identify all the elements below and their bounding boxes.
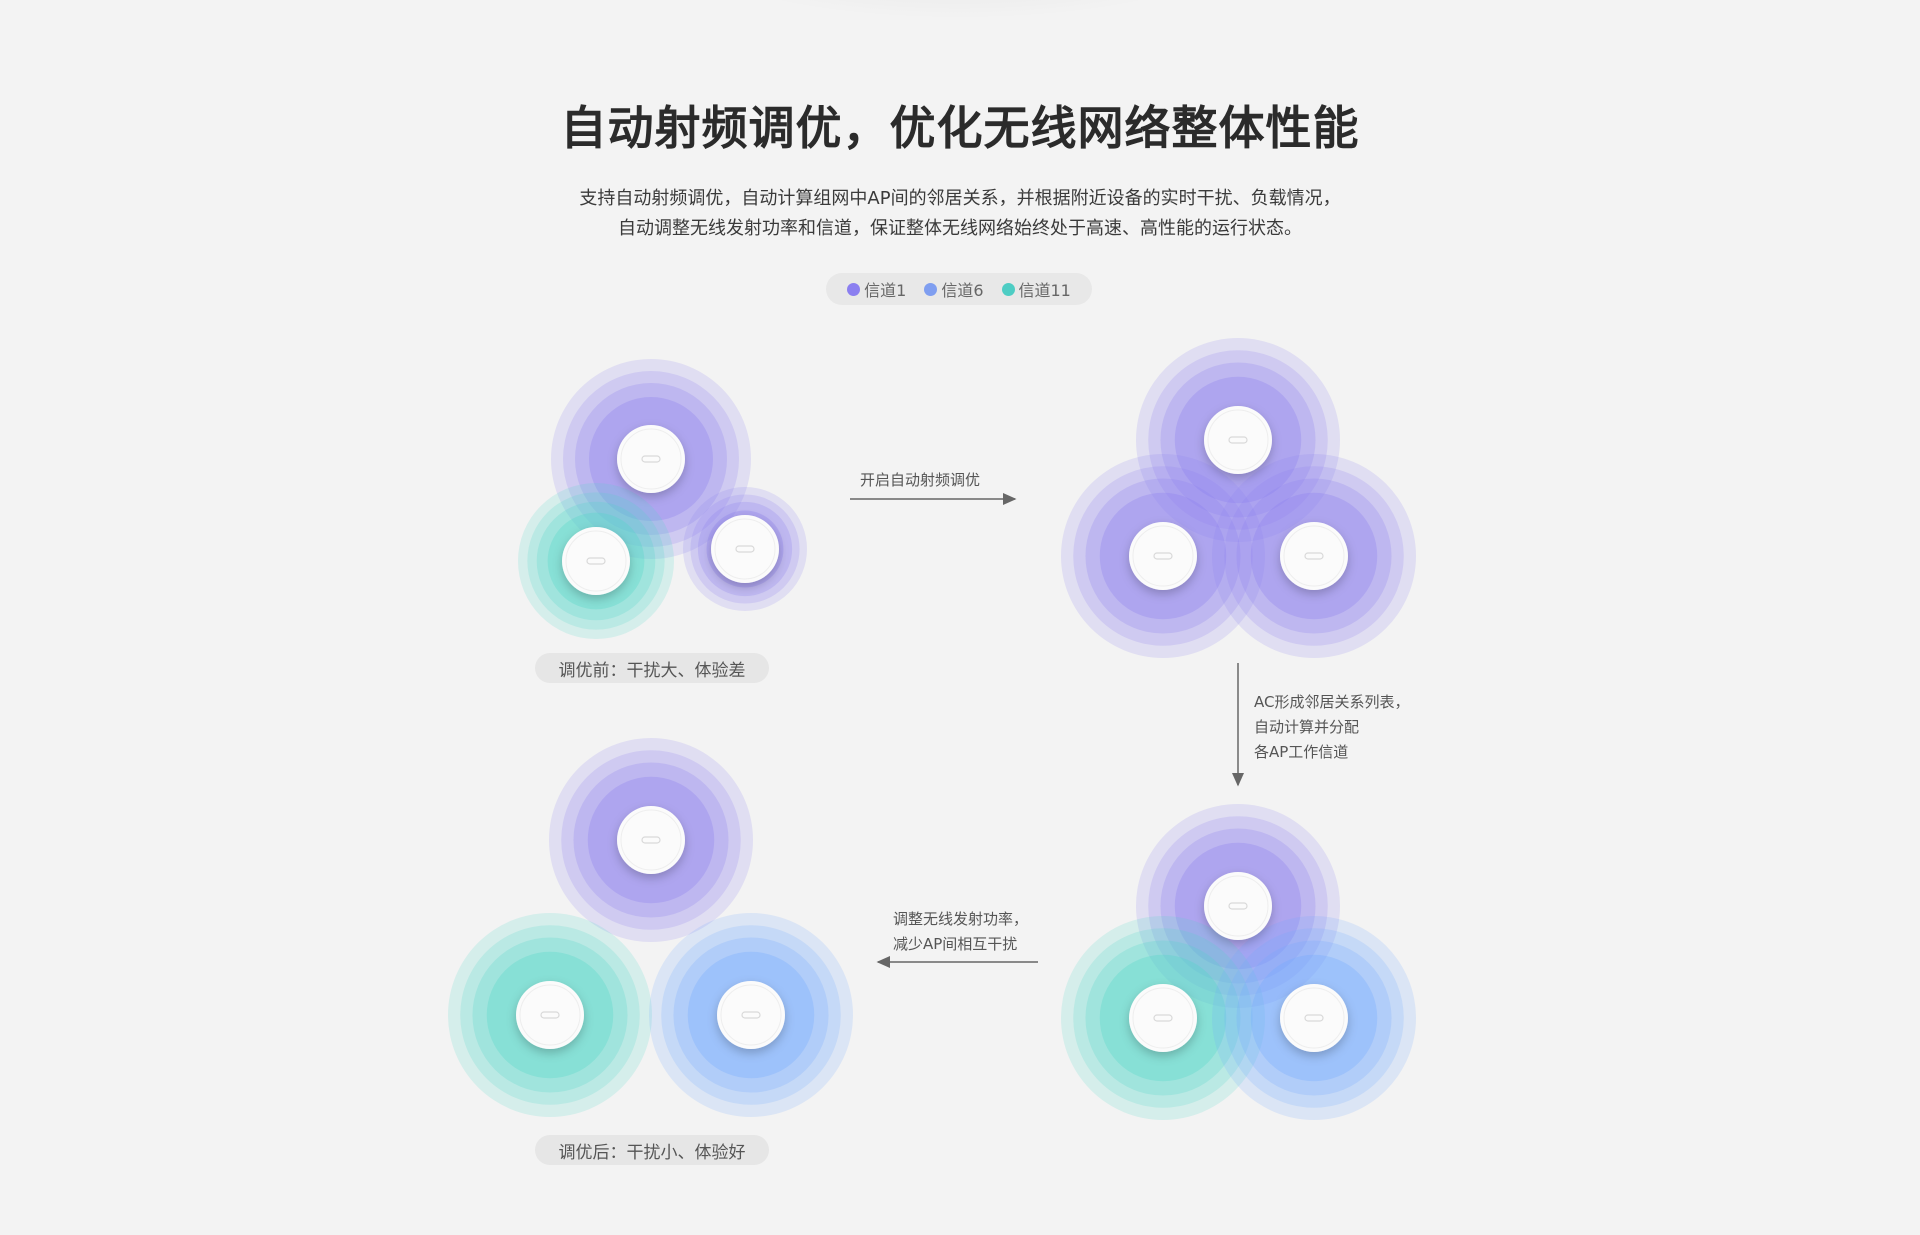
access-point-icon [717,981,785,1049]
channel-legend: 信道1 信道6 信道11 [826,273,1092,305]
access-point-indicator [741,1011,761,1019]
access-point-indicator [1153,1014,1173,1022]
access-point-rim [565,530,627,592]
access-point-icon [1204,872,1272,940]
adjust-power-note: 调整无线发射功率， 减少AP间相互干扰 [893,907,1028,957]
access-point-body [1280,522,1348,590]
access-point-body [516,981,584,1049]
access-point-icon [1204,406,1272,474]
access-point-icon [1280,984,1348,1052]
access-point-indicator [641,455,661,463]
access-point-body [1129,984,1197,1052]
subtitle-line-1: 支持自动射频调优，自动计算组网中AP间的邻居关系，并根据附近设备的实时干扰、负载… [579,188,1341,209]
access-point-icon [617,425,685,493]
legend-item-channel1: 信道1 [847,277,906,301]
access-point-icon [516,981,584,1049]
access-point-indicator [586,557,606,565]
enable-tuning-label: 开启自动射频调优 [860,471,981,489]
adjust-note-line-2: 减少AP间相互干扰 [893,935,1018,953]
access-point-icon [1280,522,1348,590]
access-point-body [1204,406,1272,474]
access-point-body [1204,872,1272,940]
access-point-rim [1132,525,1194,587]
access-point-indicator [1228,902,1248,910]
access-point-body [1280,984,1348,1052]
access-point-indicator [1304,552,1324,560]
access-point-body [1129,522,1197,590]
access-point-body [617,425,685,493]
access-point-rim [1283,525,1345,587]
subtitle-line-2: 自动调整无线发射功率和信道，保证整体无线网络始终处于高速、高性能的运行状态。 [618,218,1302,239]
access-point-rim [620,809,682,871]
access-point-icon [1129,522,1197,590]
ac-neighbor-note: AC形成邻居关系列表， 自动计算并分配 各AP工作信道 [1254,690,1409,765]
legend-label-channel11: 信道11 [1018,281,1071,300]
access-point-icon [711,515,779,583]
access-point-indicator [540,1011,560,1019]
access-point-rim [519,984,581,1046]
before-tuning-badge: 调优前：干扰大、体验差 [535,653,769,683]
legend-label-channel1: 信道1 [864,281,907,300]
legend-dot-channel6 [924,282,938,296]
ac-note-line-3: 各AP工作信道 [1254,743,1349,761]
after-tuning-badge: 调优后：干扰小、体验好 [535,1135,769,1165]
access-point-rim [720,984,782,1046]
access-point-indicator [641,836,661,844]
access-point-indicator [1304,1014,1324,1022]
access-point-rim [620,428,682,490]
access-point-indicator [735,545,755,553]
adjust-note-line-1: 调整无线发射功率， [893,910,1029,928]
page-title: 自动射频调优，优化无线网络整体性能 [560,101,1360,155]
ap-layer [516,406,1348,1052]
access-point-icon [1129,984,1197,1052]
access-point-body [711,515,779,583]
access-point-rim [1207,875,1269,937]
legend-dot-channel1 [847,282,861,296]
access-point-body [562,527,630,595]
access-point-indicator [1228,436,1248,444]
access-point-body [717,981,785,1049]
access-point-rim [714,518,776,580]
access-point-rim [1132,987,1194,1049]
legend-label-channel6: 信道6 [941,281,984,300]
ac-note-line-2: 自动计算并分配 [1254,718,1360,736]
access-point-indicator [1153,552,1173,560]
legend-dot-channel11 [1001,282,1015,296]
ac-note-line-1: AC形成邻居关系列表， [1254,693,1410,711]
legend-item-channel11: 信道11 [1001,277,1071,301]
access-point-icon [562,527,630,595]
access-point-rim [1207,409,1269,471]
access-point-icon [617,806,685,874]
access-point-rim [1283,987,1345,1049]
access-point-body [617,806,685,874]
legend-item-channel6: 信道6 [924,277,984,301]
